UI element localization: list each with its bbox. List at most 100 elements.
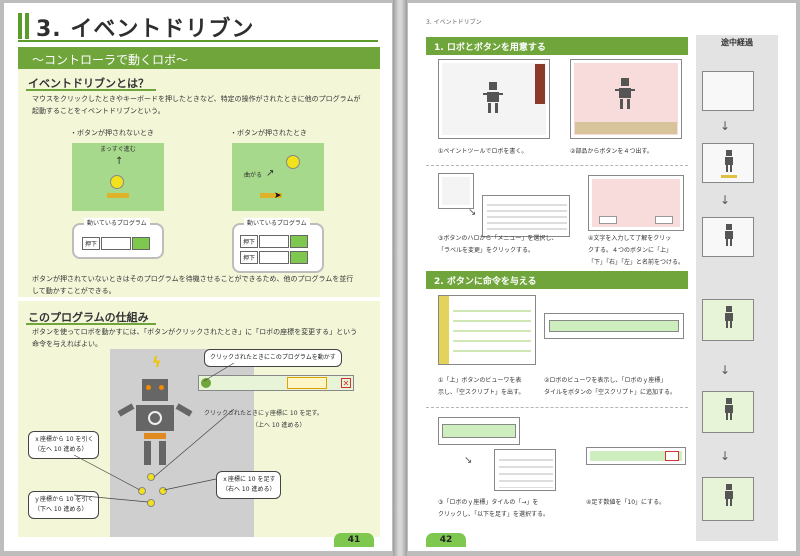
arrow-down-icon: ↓ — [720, 193, 731, 207]
caption-1-4c: 「下」「右」「左」と名前をつける。 — [588, 259, 685, 266]
robot-base — [107, 193, 129, 198]
progress-column — [696, 35, 778, 541]
case-not-pressed: ・ボタンが押されないとき — [70, 129, 154, 137]
callout-leader-lines — [73, 362, 235, 503]
event-selector[interactable] — [287, 377, 327, 389]
cursor-icon: ➤ — [274, 191, 282, 201]
ok-button[interactable] — [599, 216, 617, 224]
control-button-right[interactable] — [159, 487, 167, 495]
robot-drawing — [615, 78, 635, 112]
robot-base-moved — [260, 193, 282, 198]
close-icon[interactable]: ✕ — [341, 378, 351, 388]
script-blocks-right-1: 押下 — [240, 235, 309, 248]
go-straight-label: まっすぐ進む — [100, 146, 136, 153]
progress-thumb-3 — [702, 217, 754, 257]
title-bars — [18, 13, 32, 39]
divider — [426, 165, 688, 166]
callout-click-program: クリックされたときにこのプログラムを動かす — [204, 349, 342, 367]
paint-palette — [535, 64, 545, 104]
screenshot-script-tile — [544, 313, 684, 339]
stage-pressed — [232, 143, 324, 211]
script-tile — [101, 237, 132, 250]
screenshot-four-buttons — [570, 59, 682, 139]
progress-thumb-1 — [702, 71, 754, 111]
title-underline — [18, 40, 378, 42]
screenshot-menu — [482, 195, 570, 237]
progress-thumb-6 — [702, 477, 754, 521]
screenshot-viewer — [438, 295, 536, 365]
arrow-down-icon: ↓ — [720, 119, 731, 133]
screenshot-paint-robot — [438, 59, 550, 139]
caption-1-4a: ④文字を入力して了解をクリッ — [588, 235, 672, 242]
progress-thumb-4 — [702, 299, 754, 341]
intro-line-2: 起動することをイベントドリブンという。 — [32, 107, 165, 115]
script-tile — [259, 235, 290, 248]
caption-1-3a: ③ボタンのハロから「メニュー」を選択し、 — [438, 235, 558, 242]
script-tile — [290, 251, 309, 264]
page-title: 3. イベントドリブン — [36, 17, 255, 42]
robot-drawing — [483, 82, 503, 116]
callout-text: ｙ座標から 10 を引く — [34, 496, 94, 503]
robot-leg — [144, 441, 151, 465]
script-strip: ✕ — [198, 375, 354, 391]
callout-y-add-1: クリックされたときにｙ座標に 10 を足す。 — [204, 410, 323, 417]
script-tile: 押下 — [82, 237, 101, 250]
arrow-down-icon: ↓ — [720, 363, 731, 377]
screenshot-y-tile — [438, 417, 520, 445]
callout-text: （右へ 10 進める） — [222, 486, 276, 493]
value-field[interactable] — [665, 451, 679, 461]
robot-ball — [110, 175, 124, 189]
control-button-down[interactable] — [147, 499, 155, 507]
arrow-up-right-icon: ↗ — [266, 168, 275, 179]
script-blocks-right-2: 押下 — [240, 251, 309, 264]
summary-line-2: して動かすことができる。 — [32, 287, 116, 295]
script-tile — [132, 237, 151, 250]
book-gutter — [393, 0, 407, 556]
subtitle-band: 〜コントローラで動くロボ〜 — [18, 47, 380, 69]
callout-x-sub: ｘ座標から 10 を引く （左へ 10 進める） — [28, 431, 100, 459]
robot-head — [142, 379, 168, 401]
divider — [426, 407, 688, 408]
caption-2-2b: タイルをボタンの「空スクリプト」に追加する。 — [544, 389, 677, 396]
page-number: 42 — [426, 533, 466, 547]
page-number: 41 — [334, 533, 374, 547]
parts-bin — [575, 122, 677, 134]
section-command-title: 2. ボタンに命令を与える — [426, 271, 688, 289]
running-program-label-left: 動いているプログラム — [84, 218, 150, 227]
caption-2-1a: ①「上」ボタンのビューワを表 — [438, 377, 522, 384]
running-head: 3. イベントドリブン — [426, 19, 482, 26]
heading-how-it-works: このプログラムの仕組み — [28, 311, 149, 324]
script-icon — [201, 378, 211, 388]
caption-2-1b: 示し、「空スクリプト」を出す。 — [438, 389, 525, 396]
case-pressed: ・ボタンが押されたとき — [230, 129, 307, 137]
script-tile: 押下 — [240, 251, 259, 264]
summary-line-1: ボタンが押されていないときはそのプログラムを待機させることができるため、他のプロ… — [32, 275, 354, 283]
callout-text: （左へ 10 進める） — [34, 446, 88, 453]
robot-eye — [159, 385, 164, 390]
section-prepare-title: 1. ロボとボタンを用意する — [426, 37, 688, 55]
progress-thumb-5 — [702, 391, 754, 433]
screenshot-add-menu — [494, 449, 556, 491]
running-program-label-right: 動いているプログラム — [244, 218, 310, 227]
script-blocks-left: 押下 — [82, 237, 151, 250]
arrow-up-icon: ↑ — [115, 156, 124, 167]
control-button-left[interactable] — [138, 487, 146, 495]
caption-2-3b: クリックし、「以下を足す」を選択する。 — [438, 511, 550, 518]
cancel-button[interactable] — [655, 216, 673, 224]
callout-y-add-2: （上へ 10 進める） — [252, 422, 306, 429]
left-page: 3. イベントドリブン 〜コントローラで動くロボ〜 イベントドリブンとは？ マウ… — [4, 3, 392, 551]
lightning-icon: ϟ — [152, 355, 162, 371]
script-tile: 押下 — [240, 235, 259, 248]
callout-x-add: ｘ座標に 10 を足す （右へ 10 進める） — [216, 471, 282, 499]
caption-2-2a: ②ロボのビューワを表示し、「ロボのｙ座標」 — [544, 377, 667, 384]
screenshot-label-dialog — [588, 175, 684, 231]
turn-label: 曲がる — [244, 172, 263, 179]
robot-eye — [146, 385, 151, 390]
arrow-down-right-icon: ↘ — [468, 207, 477, 218]
heading-what-is-event-driven: イベントドリブンとは？ — [28, 77, 149, 90]
robot-leg — [159, 441, 166, 465]
arrow-down-right-icon: ↘ — [464, 455, 473, 466]
caption-2-4: ④足す数値を「10」にする。 — [586, 499, 666, 506]
caption-1-3b: 「ラベルを変更」をクリックする。 — [438, 247, 535, 254]
progress-thumb-2 — [702, 143, 754, 183]
